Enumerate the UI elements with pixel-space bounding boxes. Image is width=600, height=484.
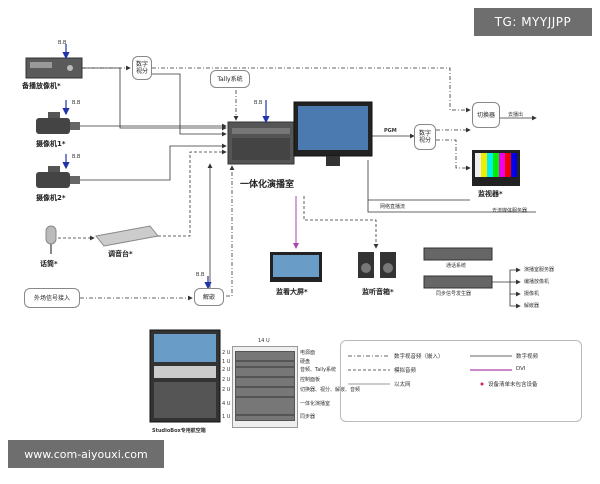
legend-box — [340, 340, 582, 422]
to-broadcast-label: 去播出 — [508, 112, 524, 118]
rack-row — [235, 351, 295, 361]
legend-item-1: 数字视频 — [516, 354, 539, 360]
rack-note-4: 切换器、视分、解嵌、音频 — [300, 387, 361, 393]
rack-unit-3: 2 U — [222, 377, 231, 383]
cam1-label: 摄像机1* — [36, 140, 66, 148]
rack-row — [235, 367, 295, 377]
bb-label-cam1: B.B — [72, 100, 81, 106]
deck-label: 备播放像机* — [22, 82, 61, 90]
cam2-label: 摄像机2* — [36, 194, 66, 202]
mixer-device — [95, 225, 159, 247]
rack-unit-2: 2 U — [222, 367, 231, 373]
legend-item-3: DVI — [516, 366, 526, 372]
legend-item-0: 数字视音频（嵌入） — [394, 354, 444, 360]
studiobox-case — [149, 329, 221, 423]
digi-split-box-1: 数字 视分 — [132, 56, 152, 80]
legend-star-marker — [480, 382, 484, 386]
rack-u-label: 14 U — [258, 338, 270, 344]
bb-label-decoder: B.B — [196, 272, 205, 278]
sync-target-2: 摄像机 — [524, 291, 540, 297]
rack-diagram — [232, 346, 298, 428]
deck-device — [25, 57, 83, 79]
digi-split-box-2: 数字 视分 — [414, 124, 436, 150]
mic-device — [45, 225, 57, 254]
sync-label: 同步信号发生器 — [436, 291, 472, 297]
rack-note-2: 音频、Tally系统 — [300, 367, 337, 373]
rack-note-1: 硬盘 — [300, 359, 311, 365]
legend-samples — [348, 355, 512, 385]
pgm-label: PGM — [384, 128, 397, 134]
camera1-device — [36, 112, 80, 134]
speaker-pair — [358, 252, 396, 278]
mixer-label: 调音台* — [108, 250, 133, 258]
bb-label-deck: B.B — [58, 40, 67, 46]
stream-server-label: 去流媒体服务器 — [492, 208, 528, 214]
watermark-top: TG: MYYJJPP — [474, 8, 592, 36]
legend-item-4: 以太网 — [394, 382, 411, 388]
bb-label-cam2: B.B — [72, 154, 81, 160]
monitor-label: 监看大屏* — [276, 288, 308, 296]
legend-item-5: 设备清单未包含设备 — [488, 382, 538, 388]
sync-device — [423, 275, 493, 289]
studio-monitor — [293, 101, 373, 166]
rack-row — [235, 361, 295, 367]
ext-input-box: 外场信号接入 — [24, 288, 80, 308]
rack-unit-5: 4 U — [222, 401, 231, 407]
studio-label: 一体化演播室 — [240, 180, 295, 190]
sync-target-0: 演播室服务器 — [524, 267, 555, 273]
legend-item-2: 模拟音频 — [394, 368, 417, 374]
speaker-label: 监听音箱* — [362, 288, 394, 296]
preview-label: 监视器* — [478, 190, 503, 198]
rack-note-3: 控制面板 — [300, 377, 321, 383]
mic-label: 话筒* — [40, 260, 58, 268]
decoder-box: 解嵌 — [194, 288, 224, 306]
camera2-device — [36, 166, 80, 188]
watermark-bottom: www.com-aiyouxi.com — [8, 440, 164, 468]
connections — [58, 65, 537, 309]
studio-device — [227, 121, 295, 165]
rack-unit-0: 2 U — [222, 350, 231, 356]
rack-unit-1: 1 U — [222, 359, 231, 365]
reference-arrows — [62, 44, 270, 290]
big-screen — [270, 252, 322, 282]
tally-mgr-label: 通话系统 — [446, 263, 467, 269]
rack-note-0: 电源面 — [300, 350, 316, 356]
intercom-device — [423, 247, 493, 261]
rack-row — [235, 397, 295, 415]
rack-unit-4: 2 U — [222, 387, 231, 393]
bb-label-studio: B.B — [254, 100, 263, 106]
switcher-box: 切换器 — [472, 102, 500, 128]
rack-note-6: 同步器 — [300, 414, 316, 420]
net-stream-label: 网络直播流 — [380, 204, 406, 210]
sync-target-1: 编播放像机 — [524, 279, 550, 285]
sync-target-3: 解嵌器 — [524, 303, 540, 309]
rack-unit-6: 1 U — [222, 414, 231, 420]
rack-row — [235, 377, 295, 387]
preview-monitor — [472, 150, 520, 186]
rack-row — [235, 387, 295, 397]
tally-system-box: Tally系统 — [210, 70, 250, 88]
rack-note-5: 一体化演播室 — [300, 401, 331, 407]
studiobox-label: StudioBox专用航空箱 — [152, 428, 206, 434]
rack-row — [235, 415, 295, 421]
